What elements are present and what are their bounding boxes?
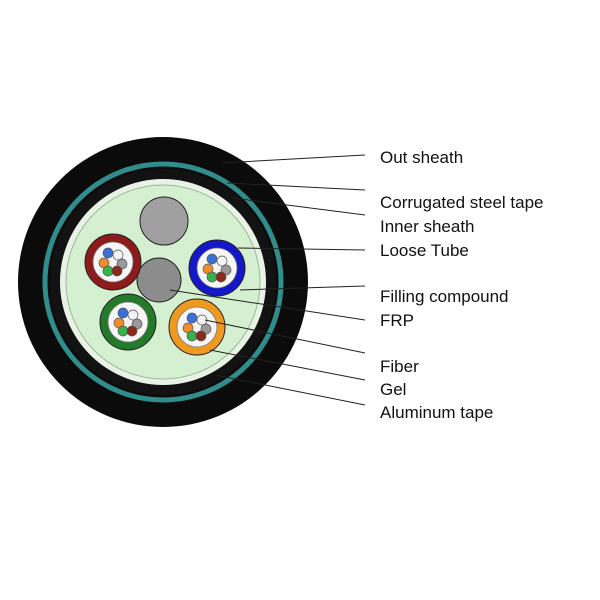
- leader-corrugated-steel-tape: [226, 182, 366, 191]
- fiber: [102, 247, 114, 259]
- fiber: [186, 330, 198, 342]
- fiber: [215, 271, 227, 283]
- frp-core: [136, 257, 182, 303]
- fiber: [186, 312, 198, 324]
- loose-tube-red: [84, 233, 142, 291]
- fiber: [112, 249, 124, 261]
- leader-gel: [209, 349, 366, 381]
- loose-tube-green: [99, 293, 157, 351]
- label-inner-sheath: Inner sheath: [380, 217, 475, 236]
- fiber: [195, 330, 207, 342]
- loose-tube-blue: [188, 239, 246, 297]
- fiber: [117, 325, 129, 337]
- steel-tape-ring: [42, 161, 284, 403]
- leader-filling-compound: [239, 285, 366, 291]
- label-filling-compound: Filling compound: [380, 287, 509, 306]
- callout-labels: Out sheath Corrugated steel tape Inner s…: [380, 148, 544, 422]
- fiber: [102, 265, 114, 277]
- leader-loose-tube: [237, 247, 366, 251]
- filler-rod: [139, 196, 189, 246]
- fiber: [206, 271, 218, 283]
- label-loose-tube: Loose Tube: [380, 241, 469, 260]
- fiber: [216, 255, 228, 267]
- loose-tube-orange: [168, 298, 226, 356]
- label-corrugated-steel-tape: Corrugated steel tape: [380, 193, 544, 212]
- leader-lines: [169, 154, 366, 406]
- fiber: [206, 253, 218, 265]
- leader-aluminum-tape: [214, 374, 366, 406]
- label-frp: FRP: [380, 311, 414, 330]
- fiber: [117, 307, 129, 319]
- label-out-sheath: Out sheath: [380, 148, 463, 167]
- label-aluminum-tape: Aluminum tape: [380, 403, 493, 422]
- label-gel: Gel: [380, 380, 406, 399]
- fiber: [111, 265, 123, 277]
- leader-fiber: [204, 319, 366, 354]
- leader-out-sheath: [220, 154, 366, 164]
- leader-inner-sheath: [232, 197, 366, 216]
- label-fiber: Fiber: [380, 357, 419, 376]
- leader-frp: [169, 289, 366, 321]
- fiber: [126, 325, 138, 337]
- fiber: [127, 309, 139, 321]
